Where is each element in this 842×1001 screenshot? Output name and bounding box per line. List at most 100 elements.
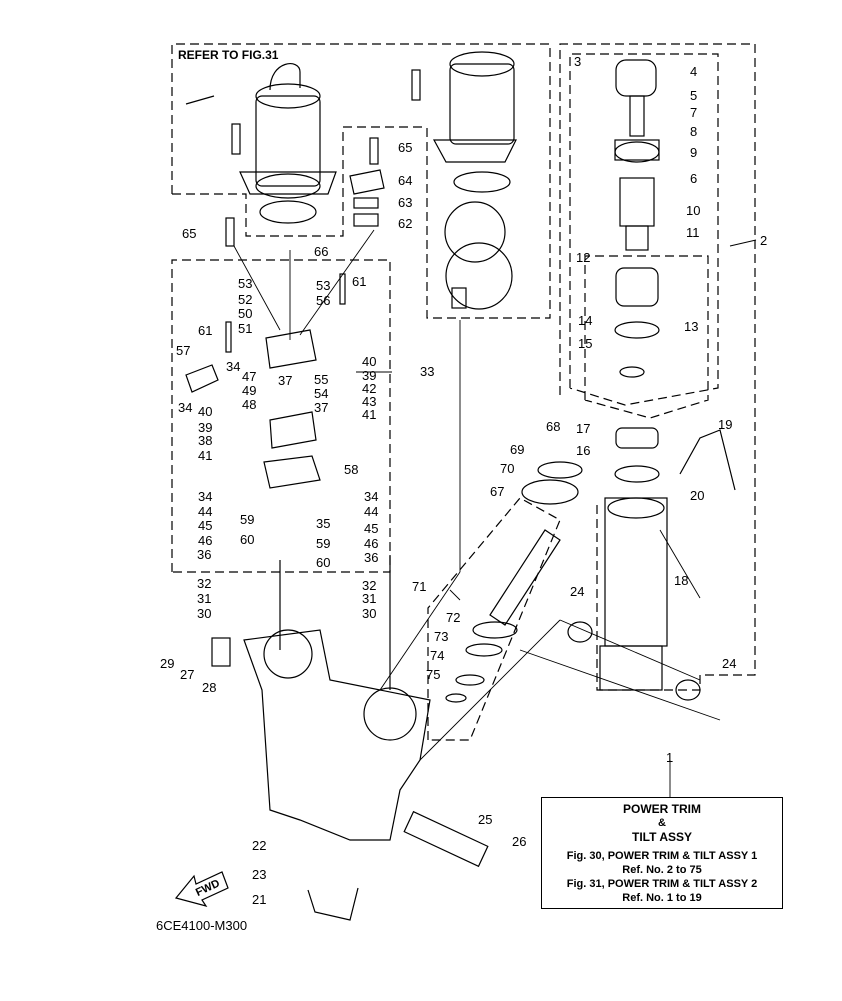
title-line-5: Ref. No. 2 to 75: [622, 864, 702, 876]
callout-64: 64: [398, 173, 412, 188]
callout-6: 6: [690, 171, 697, 186]
callout-16: 16: [576, 443, 590, 458]
callout-65a: 65: [398, 140, 412, 155]
callout-68: 68: [546, 419, 560, 434]
callout-46a: 46: [198, 533, 212, 548]
callout-8: 8: [690, 124, 697, 139]
callout-23: 23: [252, 867, 266, 882]
callout-27: 27: [180, 667, 194, 682]
callout-19: 19: [718, 417, 732, 432]
callout-11: 11: [686, 225, 700, 240]
callout-10: 10: [686, 203, 700, 218]
callout-50: 50: [238, 306, 252, 321]
callout-51: 51: [238, 321, 252, 336]
callout-61a: 61: [198, 323, 212, 338]
callout-37a: 37: [278, 373, 292, 388]
callout-52: 52: [238, 292, 252, 307]
callout-34b: 34: [178, 400, 192, 415]
callout-40b: 40: [198, 404, 212, 419]
callout-4: 4: [690, 64, 697, 79]
callout-20: 20: [690, 488, 704, 503]
callout-71: 71: [412, 579, 426, 594]
callout-44b: 44: [364, 504, 378, 519]
callout-41b: 41: [198, 448, 212, 463]
title-line-1: POWER TRIM: [623, 802, 701, 816]
callout-60a: 60: [240, 532, 254, 547]
callout-3: 3: [574, 54, 581, 69]
callout-28: 28: [202, 680, 216, 695]
callout-54: 54: [314, 386, 328, 401]
callout-30b: 30: [362, 606, 376, 621]
callout-34d: 34: [364, 489, 378, 504]
callout-34c: 34: [198, 489, 212, 504]
callout-69: 69: [510, 442, 524, 457]
tilt-cylinder: [599, 59, 668, 691]
callout-24b: 24: [722, 656, 736, 671]
callout-7: 7: [690, 105, 697, 120]
callout-25: 25: [478, 812, 492, 827]
callout-73: 73: [434, 629, 448, 644]
valve-block: [185, 137, 385, 489]
callout-55: 55: [314, 372, 328, 387]
callout-44a: 44: [198, 504, 212, 519]
callout-21: 21: [252, 892, 266, 907]
callout-2: 2: [760, 233, 767, 248]
callout-34a: 34: [226, 359, 240, 374]
drawing-code: 6CE4100-M300: [156, 918, 247, 933]
callout-5: 5: [690, 88, 697, 103]
callout-17: 17: [576, 421, 590, 436]
callout-33: 33: [420, 364, 434, 379]
title-line-3: TILT ASSY: [632, 830, 692, 844]
callout-45a: 45: [198, 518, 212, 533]
title-line-2: &: [658, 817, 666, 829]
callout-58: 58: [344, 462, 358, 477]
title-line-6: Fig. 31, POWER TRIM & TILT ASSY 2: [566, 878, 758, 890]
callout-36a: 36: [197, 547, 211, 562]
callout-59a: 59: [240, 512, 254, 527]
callout-30a: 30: [197, 606, 211, 621]
callout-43: 43: [362, 394, 376, 409]
fwd-arrow: [174, 871, 229, 907]
callout-66: 66: [314, 244, 328, 259]
fwd-label: FWD: [194, 878, 222, 899]
callout-18: 18: [674, 573, 688, 588]
callout-67: 67: [490, 484, 504, 499]
callout-63: 63: [398, 195, 412, 210]
callout-75: 75: [426, 667, 440, 682]
callout-48: 48: [242, 397, 256, 412]
title-line-4: Fig. 30, POWER TRIM & TILT ASSY 1: [566, 850, 758, 862]
callout-29: 29: [160, 656, 174, 671]
tie-lines: [233, 229, 757, 797]
callout-70: 70: [500, 461, 514, 476]
callout-39a: 39: [362, 368, 376, 383]
callout-35: 35: [316, 516, 330, 531]
callout-72: 72: [446, 610, 460, 625]
callout-32b: 32: [362, 578, 376, 593]
callout-22: 22: [252, 838, 266, 853]
callout-37b: 37: [314, 400, 328, 415]
callout-38: 38: [198, 433, 212, 448]
callout-labels: 1 2 3 4 5 7 8 9 6 10 11 12 13 14 15 16 1…: [160, 54, 767, 907]
callout-13: 13: [684, 319, 698, 334]
callout-42: 42: [362, 381, 376, 396]
callout-36b: 36: [364, 550, 378, 565]
callout-40a: 40: [362, 354, 376, 369]
callout-53b: 53: [316, 278, 330, 293]
callout-32a: 32: [197, 576, 211, 591]
callout-57: 57: [176, 343, 190, 358]
callout-46b: 46: [364, 536, 378, 551]
callout-47: 47: [242, 369, 256, 384]
callout-59b: 59: [316, 536, 330, 551]
callout-9: 9: [690, 145, 697, 160]
pipe-21: [307, 887, 359, 921]
callout-12: 12: [576, 250, 590, 265]
callout-45b: 45: [364, 521, 378, 536]
callout-26: 26: [512, 834, 526, 849]
callout-53a: 53: [238, 276, 252, 291]
callout-62: 62: [398, 216, 412, 231]
refer-label: REFER TO FIG.31: [178, 48, 279, 62]
callout-31b: 31: [362, 591, 376, 606]
callout-60b: 60: [316, 555, 330, 570]
callout-24a: 24: [570, 584, 584, 599]
